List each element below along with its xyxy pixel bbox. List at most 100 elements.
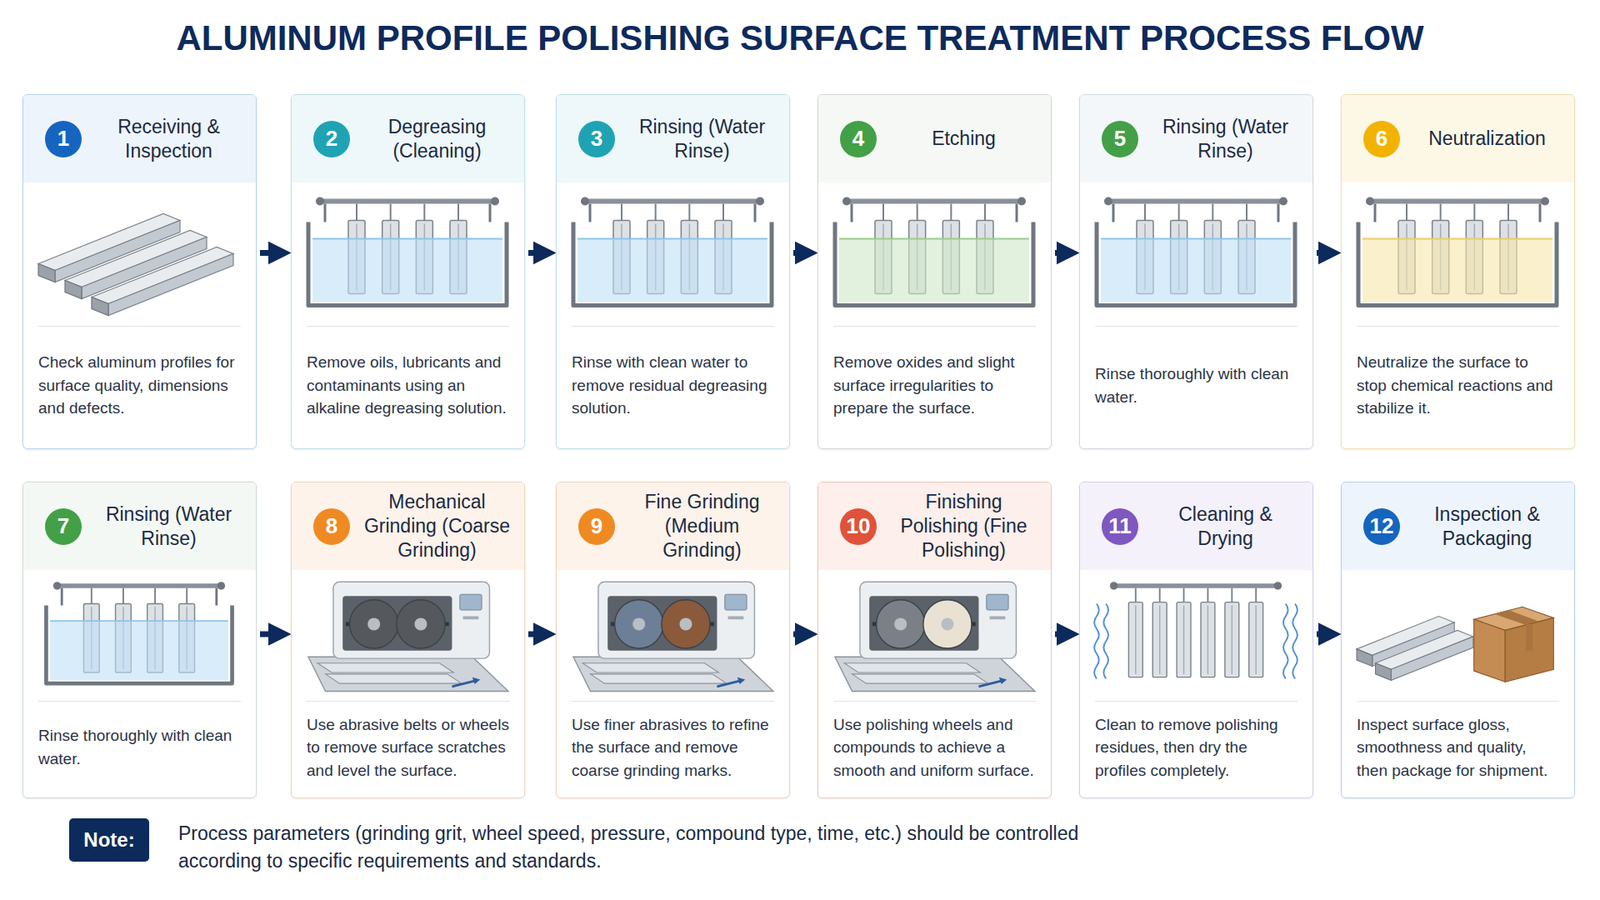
illustration [1341,572,1574,698]
aluminum-profile [844,663,980,673]
process-card: Cleaning & DryingClean to remove polishi… [1079,481,1314,799]
hanger [1211,204,1214,221]
hanger [1135,588,1137,603]
step-heading: Rinsing (Water Rinse) [91,502,246,551]
separator-line [306,325,510,327]
profile-groove [1231,605,1233,675]
aluminum-profile [1152,602,1167,678]
aluminum-profile [1249,602,1264,678]
step-number-circle: 11 [1101,508,1139,545]
step-heading: Mechanical Grinding (Coarse Grinding) [360,490,515,562]
panel-slot [990,616,1006,620]
bar-end [65,280,82,300]
bar-side [1390,636,1473,681]
hanger [1245,204,1248,221]
step-number-circle: 12 [1363,508,1400,545]
rail-post [489,204,492,223]
hanging-rail [1370,199,1545,205]
step-description: Check aluminum profiles for surface qual… [38,350,241,420]
step-number: 9 [590,513,603,540]
process-card: Fine Grinding (Medium Grinding)Use finer… [555,481,790,799]
step-description: Rinse with clean water to remove residua… [571,350,775,420]
card-body: Remove oils, lubricants and contaminants… [291,330,525,440]
process-card: Inspection & PackagingInspect surface gl… [1340,481,1575,799]
hanging-rail [846,199,1022,205]
aluminum-profile [852,674,989,684]
step-heading: Cleaning & Drying [1148,502,1303,551]
rail-end [217,581,225,590]
step-number-circle: 6 [1363,120,1400,158]
step-number: 6 [1375,125,1388,152]
rail-end [1279,197,1288,206]
illustration-box [1341,572,1575,698]
machine-housing [860,581,1017,659]
hanging-rail [585,199,760,205]
illustration [556,185,789,323]
flow-arrow [260,250,281,256]
hanger [90,588,93,605]
hanger [620,204,623,221]
step-description: Use finer abrasives to refine the surfac… [571,713,775,783]
rail-post [1374,204,1377,223]
hanger [1473,204,1475,221]
step-heading: Receiving & Inspection [91,115,246,164]
step-number: 1 [57,125,70,152]
step-heading: Rinsing (Water Rinse) [1148,115,1303,164]
rail-post [1277,204,1280,223]
rail-end [1365,197,1375,206]
liquid-surface [839,238,1030,240]
rail-end [1274,581,1282,590]
card-body: Use finer abrasives to refine the surfac… [556,705,790,790]
hanger [122,588,125,605]
liquid-surface [50,620,229,622]
step-heading: Finishing Polishing (Fine Polishing) [886,490,1041,562]
feed-arrow-head [999,677,1007,685]
liquid-surface [577,238,768,240]
step-description: Inspect surface gloss, smoothness and qu… [1356,713,1560,783]
illustration-box [556,185,790,323]
rail-post [1539,204,1542,223]
bar-end [91,297,109,316]
separator-line [1356,325,1560,327]
step-number-circle: 8 [313,508,350,545]
hanging-rail [1108,199,1284,205]
step-heading: Neutralization [1410,126,1565,151]
hanger [457,204,460,221]
bath-liquid [50,620,229,680]
hanger [950,204,952,221]
separator-line [571,700,775,702]
rail-post [1015,204,1019,223]
aluminum-profile [582,663,719,673]
aluminum-profile [325,674,462,684]
profile-groove [1183,605,1185,675]
illustration-box [1080,572,1313,698]
wheel-hub [367,617,380,630]
machine-bed [835,656,1035,691]
wheel-hub [632,617,645,630]
illustration [818,572,1050,698]
bath-liquid [577,239,768,303]
rail-post [754,204,757,223]
rail-post [60,588,64,606]
step-heading: Etching [886,126,1041,151]
box-tape [1494,610,1539,625]
illustration [1080,572,1312,698]
hanger [882,204,885,221]
tank-outline [835,222,1034,306]
illustration [1341,185,1574,323]
illustration-box [1080,185,1313,323]
step-number-circle: 9 [578,508,615,545]
card-body: Remove oxides and slight surface irregul… [818,330,1051,440]
aluminum-profile [590,674,727,684]
card-body: Rinse thoroughly with clean water. [23,705,256,790]
tank-outline [573,222,772,306]
step-number-circle: 5 [1101,120,1139,158]
tank-outline [308,222,507,306]
aluminum-profile [1128,602,1143,678]
separator-line [833,700,1036,702]
hanger [1507,204,1510,221]
bar-top [91,247,234,305]
flow-arrow [1055,631,1070,638]
bath-liquid [839,239,1030,303]
grinding-wheel [876,600,925,649]
